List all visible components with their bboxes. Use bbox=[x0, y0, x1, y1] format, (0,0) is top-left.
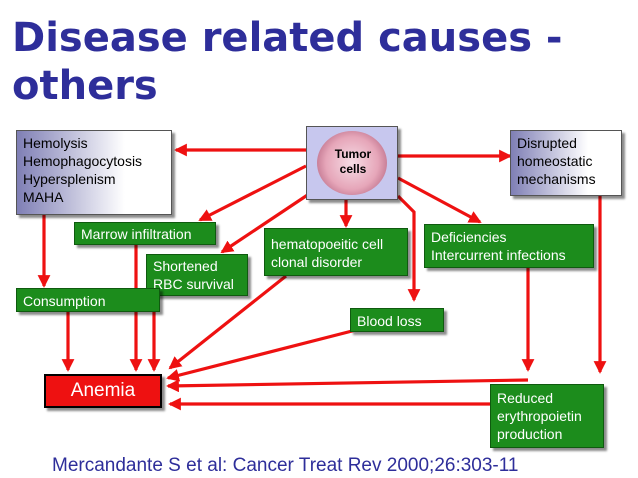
hematopoietic-clonal-node: hematopoeitic cell clonal disorder bbox=[264, 228, 408, 276]
tumor-cells-node: Tumor cells bbox=[306, 126, 398, 200]
marrow-infiltration-node: Marrow infiltration bbox=[74, 222, 216, 245]
tumor-cells-label: Tumor cells bbox=[334, 147, 372, 176]
shortened-rbc-node: Shortened RBC survival bbox=[146, 254, 248, 296]
disrupted-homeostatic-node: Disrupted homeostatic mechanisms bbox=[510, 130, 622, 196]
citation: Mercandante S et al: Cancer Treat Rev 20… bbox=[52, 455, 519, 476]
page-title: Disease related causes - others bbox=[12, 15, 563, 109]
consumption-node: Consumption bbox=[16, 288, 160, 312]
blood-loss-node: Blood loss bbox=[350, 308, 444, 332]
hemolysis-node: Hemolysis Hemophagocytosis Hypersplenism… bbox=[16, 130, 172, 215]
arrow-hematopoietic-to-anemia bbox=[168, 274, 287, 370]
arrow-blood-loss-to-anemia bbox=[166, 328, 357, 382]
arrow-tumor-to-shortened bbox=[220, 190, 313, 254]
arrow-tumor-to-marrow bbox=[198, 164, 307, 222]
reduced-erythropoietin-node: Reduced erythropoietin production bbox=[490, 384, 604, 448]
arrow-tumor-to-deficiencies bbox=[397, 176, 482, 224]
anemia-node: Anemia bbox=[44, 374, 162, 408]
tumor-cells-image bbox=[317, 131, 387, 195]
deficiencies-node: Deficiencies Intercurrent infections bbox=[424, 224, 594, 268]
arrow-tumor-to-blood-loss bbox=[396, 194, 421, 302]
arrow-deficiencies-branch bbox=[166, 378, 529, 393]
